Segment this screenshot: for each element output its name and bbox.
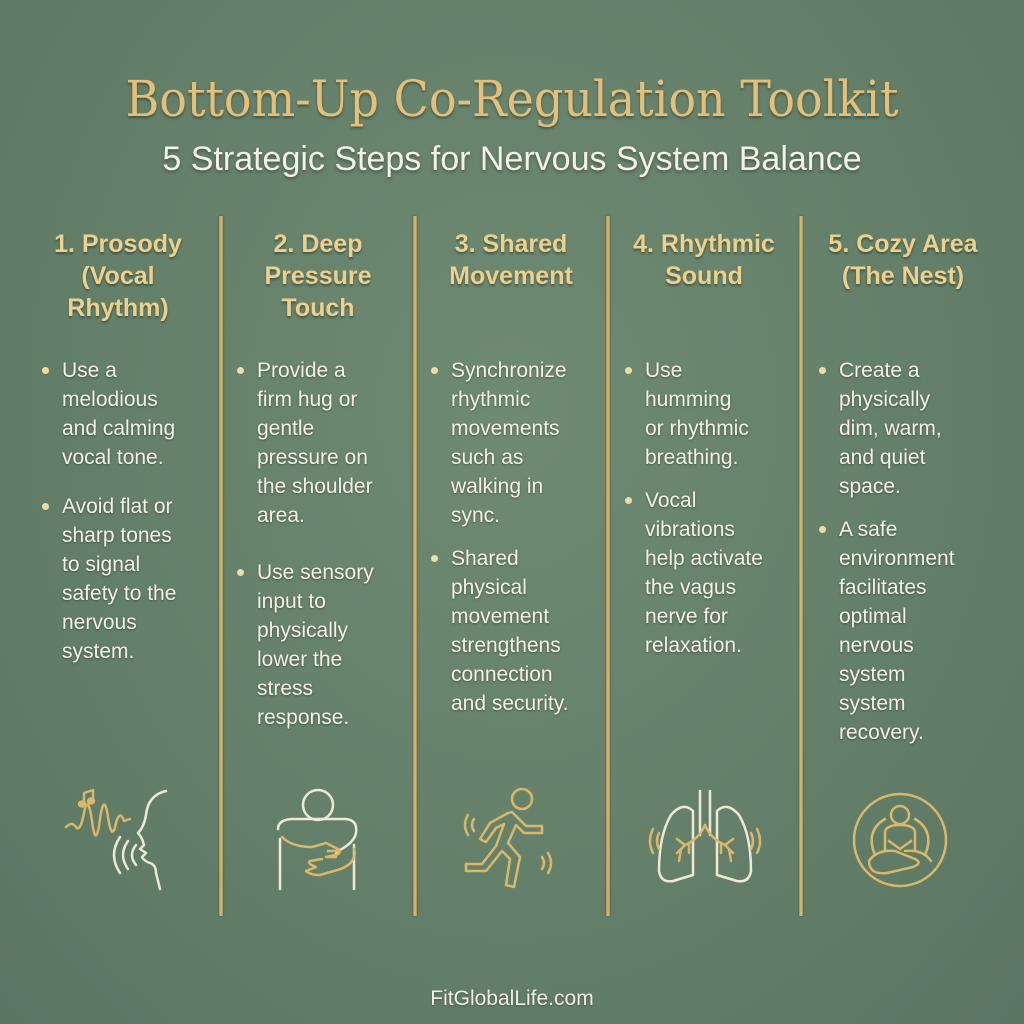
bullet-list: Use a melodious and calming vocal tone. … bbox=[40, 356, 215, 680]
column-title: 2. Deep Pressure Touch bbox=[264, 230, 372, 322]
list-item: Vocal vibrations help activate the vagus… bbox=[623, 486, 799, 660]
column-divider bbox=[219, 216, 223, 916]
bullet-icon bbox=[42, 503, 49, 510]
column-divider bbox=[413, 216, 417, 916]
speaking-voice-icon bbox=[64, 788, 168, 891]
bullet-icon bbox=[819, 367, 826, 374]
bullet-icon bbox=[237, 569, 244, 576]
list-item: Use humming or rhythmic breathing. bbox=[623, 356, 799, 472]
list-item: Create a physically dim, warm, and quiet… bbox=[817, 356, 1007, 501]
list-item: Use a melodious and calming vocal tone. bbox=[40, 356, 215, 472]
list-item: Avoid flat or sharp tones to signal safe… bbox=[40, 492, 215, 666]
column-deep-pressure: 2. Deep Pressure Touch bbox=[224, 228, 412, 324]
bullet-icon bbox=[819, 526, 826, 533]
list-item: Shared physical movement strengthens con… bbox=[429, 544, 607, 718]
column-title: 4. Rhythmic Sound bbox=[633, 230, 775, 290]
self-hug-icon bbox=[276, 788, 358, 891]
column-shared-movement: 3. Shared Movement bbox=[418, 228, 604, 292]
column-divider bbox=[799, 216, 803, 916]
page-title: Bottom-Up Co-Regulation Toolkit bbox=[125, 70, 899, 128]
column-cozy-area: 5. Cozy Area (The Nest) bbox=[804, 228, 1002, 292]
list-item: Synchronize rhythmic movements such as w… bbox=[429, 356, 607, 530]
bullet-icon bbox=[42, 367, 49, 374]
bullet-icon bbox=[431, 555, 438, 562]
bullet-icon bbox=[625, 367, 632, 374]
list-item: Provide a firm hug or gentle pressure on… bbox=[235, 356, 413, 530]
bullet-list: Synchronize rhythmic movements such as w… bbox=[429, 356, 607, 732]
column-prosody: 1. Prosody (Vocal Rhythm) bbox=[20, 228, 216, 324]
website-footer: FitGlobalLife.com bbox=[430, 987, 594, 1010]
lungs-icon bbox=[648, 789, 762, 883]
list-item: A safe environment facilitates optimal n… bbox=[817, 515, 1007, 747]
bullet-icon bbox=[431, 367, 438, 374]
bullet-list: Use humming or rhythmic breathing. Vocal… bbox=[623, 356, 799, 674]
running-person-icon bbox=[463, 787, 553, 889]
list-item: Use sensory input to physically lower th… bbox=[235, 558, 413, 732]
bullet-list: Provide a firm hug or gentle pressure on… bbox=[235, 356, 413, 746]
bullet-icon bbox=[625, 497, 632, 504]
column-title: 3. Shared Movement bbox=[449, 230, 573, 290]
meditation-circle-icon bbox=[852, 792, 948, 888]
column-divider bbox=[606, 216, 610, 916]
bullet-icon bbox=[237, 367, 244, 374]
bullet-list: Create a physically dim, warm, and quiet… bbox=[817, 356, 1007, 761]
column-title: 5. Cozy Area (The Nest) bbox=[828, 230, 978, 290]
page-subtitle: 5 Strategic Steps for Nervous System Bal… bbox=[162, 140, 862, 178]
column-title: 1. Prosody (Vocal Rhythm) bbox=[54, 230, 182, 322]
column-rhythmic-sound: 4. Rhythmic Sound bbox=[611, 228, 797, 292]
